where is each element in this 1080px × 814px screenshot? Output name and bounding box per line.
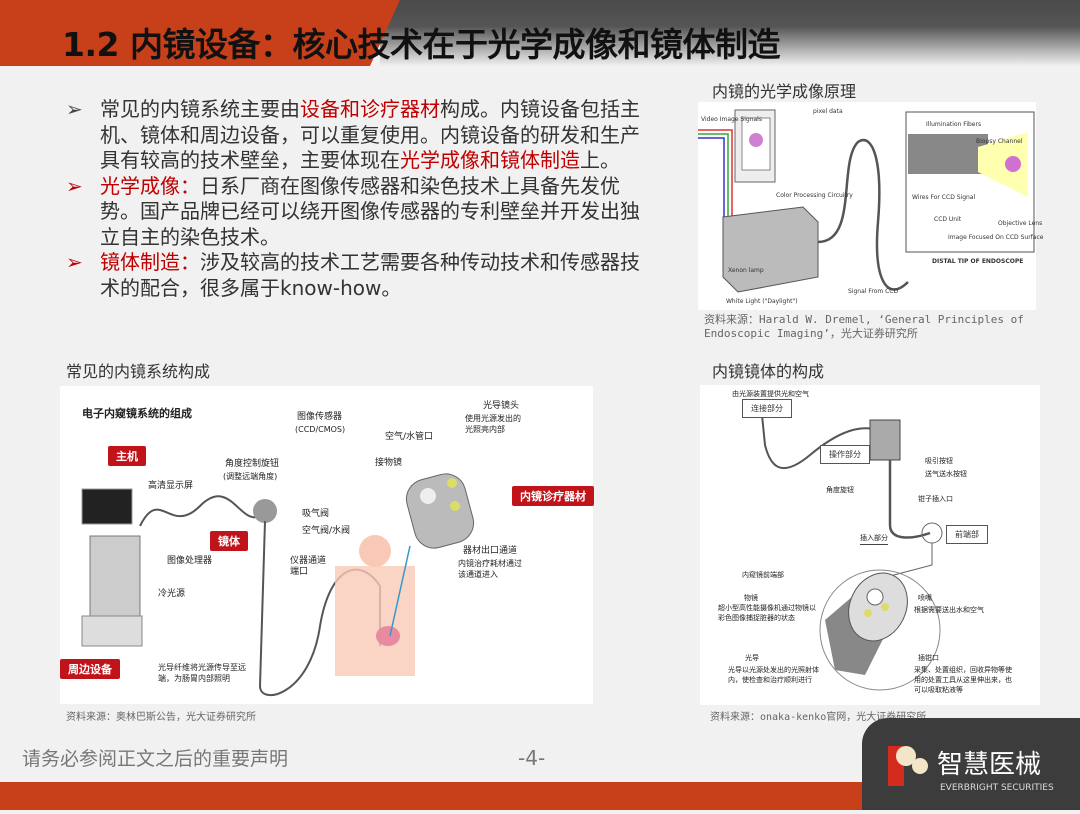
bullet-heading: 光学成像： [100,173,200,198]
tag-therapy-devices: 内镜诊疗器材 [512,486,594,506]
tag-scope: 镜体 [210,531,248,551]
bullet-text: 日系厂商在图像传感器和染色技术上具备先发优势。国产品牌已经可以绕开图像传感器的专… [100,173,640,249]
diagram-label: 器材出口通道 [463,546,518,556]
diagram-label: 高清显示屏 [148,481,194,491]
disclaimer-note: 请务必参阅正文之后的重要声明 [22,748,289,770]
diagram-label: Illumination Fibers [926,121,982,128]
diagram-label: Signal From CCD [848,288,899,295]
diagram-label: 插入部分 [860,533,888,545]
diagram-label: 光导镜头 [483,401,520,411]
diagram-label: 接物镜 [375,458,403,468]
diagram-label: 光导 [745,654,759,662]
figure-caption: 内镜的光学成像原理 [712,82,857,101]
diagram-label: 空气/水管口 [385,432,434,442]
source-note: 资料来源：Harald W. Dremel, ‘General Principl… [704,313,1024,340]
bullet-heading: 镜体制造： [100,250,200,274]
bullet-text: 涉及较高的技术工艺需要各种传动技术和传感器技术的配合，很多属于know-how。 [100,250,640,300]
diagram-label: Biopsy Channel [976,138,1023,145]
diagram-label: Objective Lens [998,220,1043,227]
diagram-label: 钳子插入口 [918,495,953,503]
svg-text:智慧医械: 智慧医械 [937,750,1041,780]
diagram-label: 空气阀/水阀 [302,526,351,536]
svg-text:EVERBRIGHT SECURITIES: EVERBRIGHT SECURITIES [940,783,1054,793]
diagram-label: Image Focused On CCD Surface [948,234,1044,241]
header-dark-band [380,0,1080,66]
scope-drawing [761,414,943,691]
diagram-label: Xenon lamp [728,267,764,274]
diagram-box-label: 操作部分 [820,445,870,464]
system-diagram: 电子内窥镜系统的组成 主机 镜体 周边设备 内镜诊疗器材 高清显示屏 图像处理器… [60,386,594,704]
diagram-label: 光导纤维将光源传导至远端，为肠胃内部照明 [158,663,246,683]
diagram-label: 送气送水按钮 [925,470,967,478]
bullet-text: 常见的内镜系统主要由 [100,97,300,121]
diagram-label: (调整远端角度) [223,472,278,481]
bullet-item: ➢ 常见的内镜系统主要由设备和诊疗器材构成。内镜设备包括主机、镜体和周边设备，可以… [66,97,651,174]
diagram-label: White Light ("Daylight") [726,298,798,305]
diagram-label: 角度控制旋钮 [225,459,280,469]
bullet-item: ➢ 光学成像：日系厂商在图像传感器和染色技术上具备先发优势。国产品牌已经可以绕开图… [66,174,651,251]
arrow-bullet-icon: ➢ [66,97,83,121]
diagram-label: 根据需要送出水和空气 [914,606,984,614]
diagram-label: DISTAL TIP OF ENDOSCOPE [932,258,1024,265]
diagram-label: pixel data [813,108,843,115]
diagram-label: Video Image Signals [701,116,762,123]
figure-caption: 内镜镜体的构成 [712,362,825,381]
bullet-text: 构成。内镜设备包括主机、镜体和周边设备，可以重复使用。内镜设备的研发和生产具有较… [100,97,640,172]
arrow-bullet-icon: ➢ [66,250,83,274]
arrow-bullet-icon: ➢ [66,173,83,198]
tag-host: 主机 [108,446,146,466]
bullet-item: ➢ 镜体制造：涉及较高的技术工艺需要各种传动技术和传感器技术的配合，很多属于kno… [66,250,651,301]
system-drawing [81,473,475,696]
diagram-label: CCD Unit [934,216,962,223]
diagram-label: 图像传感器 [297,412,343,422]
diagram-label: 仪器通道端口 [290,556,327,577]
optics-diagram: Video Image Signals pixel data Color Pro… [698,102,1043,310]
diagram-label: 冷光源 [158,589,186,599]
diagram-box-label: 前端部 [946,525,988,544]
diagram-label: 内窥镜前端部 [742,571,784,579]
diagram-label: Color Processing Circuitry [776,192,853,199]
diagram-label: 喷嘴 [918,594,932,602]
diagram-label: 内镜治疗耗材通过该通道进入 [458,559,522,579]
source-note: 资料来源：onaka-kenko官网，光大证券研究所 [710,712,927,723]
diagram-label: 使用光源发出的光照亮内部 [465,414,521,434]
figure-caption: 常见的内镜系统构成 [66,362,211,381]
diagram-title: 电子内窥镜系统的组成 [82,407,192,420]
diagram-label: 吸气阀 [302,509,330,519]
diagram-label: 角度旋钮 [826,486,854,494]
header-accent-band [0,0,400,66]
diagram-label: Wires For CCD Signal [912,194,976,201]
diagram-label: 插钳口 [918,654,939,662]
tag-peripheral: 周边设备 [60,659,120,679]
diagram-label: 吸引按钮 [925,457,953,465]
optics-drawing [698,109,1035,293]
diagram-label: 超小型高性能摄像机通过物镜以彩色图像捕捉脏器的状态 [718,604,816,622]
diagram-label: 采集、处置组织，回收异物等使用的处置工具从这里伸出来，也可以吸取粘液等 [914,666,1012,694]
page-number: -4- [518,746,546,770]
diagram-label: 物镜 [744,594,758,602]
diagram-label: 图像处理器 [167,556,213,566]
diagram-box-label: 连接部分 [742,399,792,418]
bullet-highlight: 设备和诊疗器材 [300,97,440,121]
slide-title: 1.2 内镜设备：核心技术在于光学成像和镜体制造 [62,25,780,64]
diagram-label: 由光源装置提供光和空气 [732,390,809,398]
diagram-label: 光导以光源处发出的光照射体内，使检查和治疗顺利进行 [728,666,819,684]
bullet-highlight: 光学成像和镜体制造 [400,148,580,172]
bullet-list: ➢ 常见的内镜系统主要由设备和诊疗器材构成。内镜设备包括主机、镜体和周边设备，可以… [66,97,651,301]
bullet-text: 上。 [580,148,620,172]
scope-diagram: 由光源装置提供光和空气 连接部分 操作部分 吸引按钮 送气送水按钮 角度旋钮 钳… [700,385,1040,705]
company-logo: 智慧医械 EVERBRIGHT SECURITIES [862,718,1080,810]
logo-mark-icon: 智慧医械 EVERBRIGHT SECURITIES [888,746,1054,793]
source-note: 资料来源：奥林巴斯公告，光大证券研究所 [66,712,256,723]
diagram-label: (CCD/CMOS) [295,425,346,434]
